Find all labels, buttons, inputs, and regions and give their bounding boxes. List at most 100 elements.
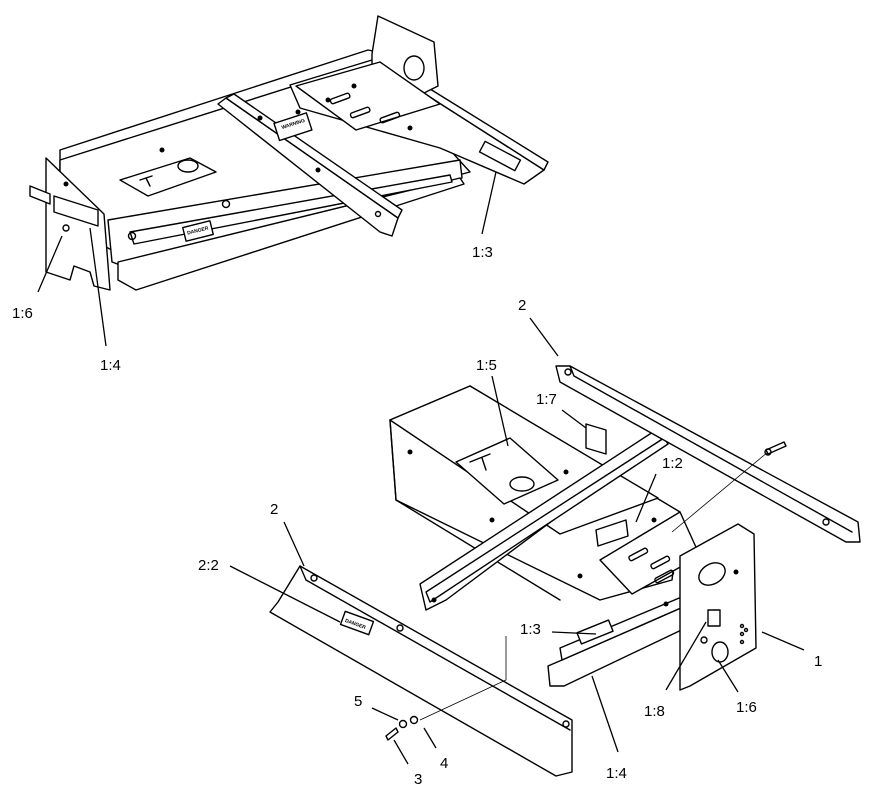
skirt-hole [564, 368, 572, 376]
bolt-dot [351, 83, 357, 89]
bolt-dot [325, 97, 331, 103]
callout-top-1-6: 1:6 [12, 305, 33, 322]
bolt-hole [374, 210, 382, 218]
leader-1-5 [491, 375, 509, 447]
side-plate-slot [698, 562, 726, 586]
arm-slot [478, 140, 522, 172]
cross-member [217, 97, 399, 237]
leader-top-1-6 [37, 235, 63, 293]
arm-slot-bottom [576, 619, 614, 645]
seat-plate-hole [177, 159, 199, 173]
leader-4 [423, 727, 437, 749]
decal-1-7 [585, 423, 607, 455]
callout-5: 5 [354, 693, 362, 710]
bolt-dot [733, 569, 739, 575]
seat-plate-hole-bottom [509, 476, 535, 492]
bolt-dot [315, 167, 321, 173]
callout-2-upper: 2 [518, 297, 526, 314]
bolt-dot [63, 181, 69, 187]
tray-edge [389, 419, 561, 601]
bolt-dot [257, 115, 263, 121]
plate-hole [743, 627, 749, 633]
leader-2-2 [229, 565, 341, 623]
callout-top-1-4: 1:4 [100, 357, 121, 374]
leader-1-4 [591, 675, 619, 753]
callout-4: 4 [440, 755, 448, 772]
washer-5 [398, 719, 408, 729]
washer-4 [409, 715, 419, 725]
skirt-hole [310, 574, 318, 582]
callout-1-7: 1:7 [536, 391, 557, 408]
callout-1-5: 1:5 [476, 357, 497, 374]
leader-1-2 [635, 473, 657, 523]
exploded-mower-deck: DANGER [269, 365, 861, 777]
bolt-dot [663, 601, 669, 607]
plate-hole [739, 623, 745, 629]
leader-3 [393, 739, 409, 765]
callout-1: 1 [814, 653, 822, 670]
lower-skirt [269, 565, 573, 777]
bolt-dot [431, 597, 437, 603]
assembled-mower-deck: WARNING DANGER [29, 15, 549, 347]
leader-1 [761, 631, 805, 651]
mounting-plate [295, 61, 441, 131]
leader-top-1-4 [89, 227, 107, 347]
side-plate-hole [403, 55, 425, 81]
cross-member-flange [225, 93, 403, 219]
left-plate-window [53, 195, 99, 227]
slot-b2 [650, 555, 671, 570]
lower-skirt-fold [299, 565, 571, 731]
callout-1-3-bottom: 1:3 [520, 621, 541, 638]
callout-1-4-bottom: 1:4 [606, 765, 627, 782]
leader-2-upper [529, 317, 559, 357]
skirt-hole [562, 720, 570, 728]
guide-line [419, 636, 507, 721]
seat-plate [119, 157, 217, 197]
left-tab [29, 185, 51, 205]
bolt-dot [563, 469, 569, 475]
leader-1-3 [551, 631, 597, 635]
bolt-dot [577, 573, 583, 579]
callout-2-lower: 2 [270, 501, 278, 518]
decal-1-8 [707, 609, 721, 627]
callout-3: 3 [414, 771, 422, 788]
slot-3 [379, 111, 401, 124]
t-slot [139, 175, 153, 187]
callout-1-2: 1:2 [662, 455, 683, 472]
leader-2-lower [283, 521, 305, 567]
leader-1-8 [665, 621, 707, 691]
skirt-washer [764, 448, 772, 456]
danger-decal-top [182, 220, 214, 242]
warning-decal-top [273, 112, 313, 142]
callout-1-6-bottom: 1:6 [736, 699, 757, 716]
skirt-bolt [765, 441, 787, 455]
slot-1 [329, 92, 351, 105]
cross-member-flange-bottom [425, 437, 669, 603]
t-slot-bottom [469, 453, 491, 471]
pivot-hole-bottom [700, 636, 708, 644]
bolt-dot [407, 125, 413, 131]
leader-1-6 [717, 659, 739, 693]
callout-top-1-3: 1:3 [472, 244, 493, 261]
bolt-dot [651, 517, 657, 523]
upper-skirt-fold [569, 365, 853, 533]
leader-1-7 [561, 409, 587, 429]
slot-2 [349, 106, 371, 119]
leader-5 [371, 707, 399, 721]
decal-1-2 [595, 519, 629, 547]
leader-top-1-3 [481, 171, 497, 235]
danger-decal-bottom [339, 610, 375, 636]
pivot-hole [62, 224, 70, 232]
skirt-hole [396, 624, 404, 632]
bolt-dot [407, 449, 413, 455]
bolt-dot [295, 109, 301, 115]
guide-line [671, 451, 769, 533]
plate-hole [739, 639, 745, 645]
bolt-dot [159, 147, 165, 153]
callout-2-2: 2:2 [198, 557, 219, 574]
nut [127, 231, 137, 241]
side-plate-1 [679, 523, 757, 691]
slot-b3 [654, 569, 675, 584]
bolt-3 [385, 727, 399, 741]
